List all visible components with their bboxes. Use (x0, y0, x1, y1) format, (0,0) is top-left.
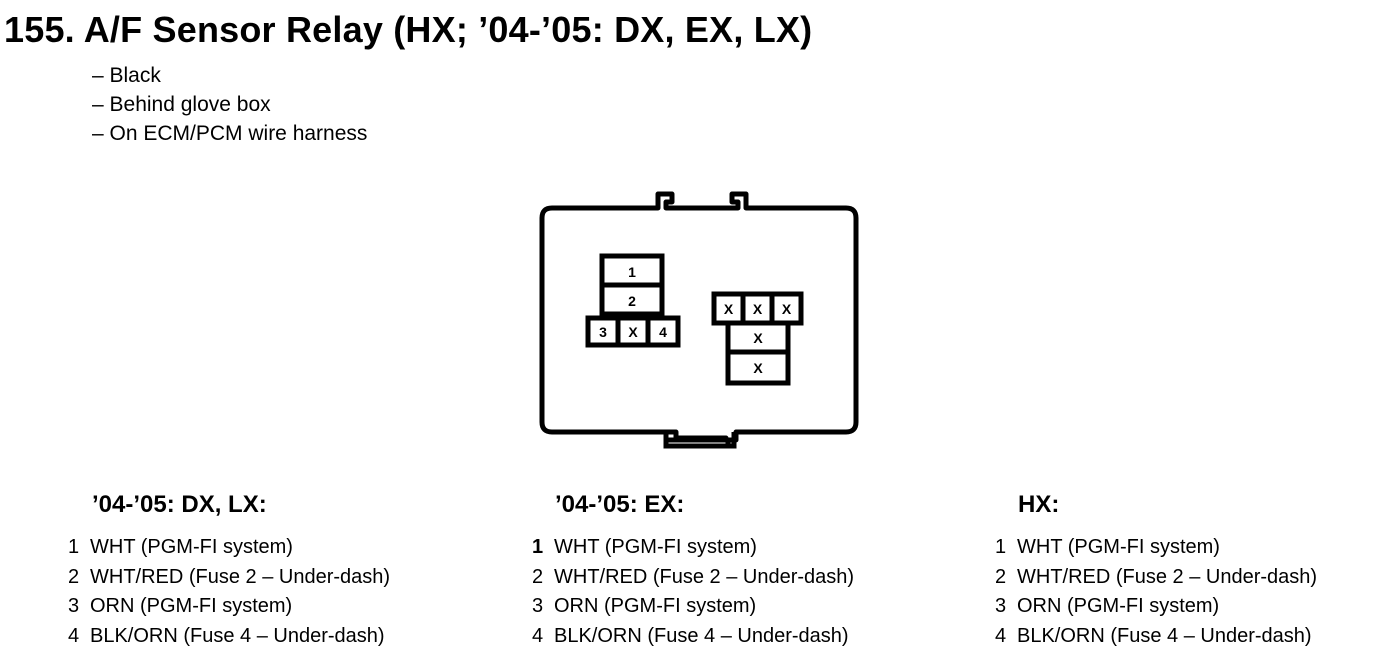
pin-row: 2 WHT/RED (Fuse 2 – Under-dash) (995, 563, 1317, 593)
terminal-x-bottom (725, 349, 791, 386)
terminal-3-label: 3 (599, 324, 607, 340)
terminal-x-empty (615, 315, 651, 348)
pin-row: 4 BLK/ORN (Fuse 4 – Under-dash) (68, 622, 390, 652)
terminal-x-label: X (628, 324, 638, 340)
pin-number: 2 (68, 565, 80, 588)
pin-description: WHT/RED (Fuse 2 – Under-dash) (90, 565, 391, 588)
pin-row: 4 BLK/ORN (Fuse 4 – Under-dash) (532, 622, 854, 652)
pin-description: WHT (PGM-FI system) (554, 536, 757, 558)
pin-number: 1 (68, 536, 80, 558)
pin-row: 3 ORN (PGM-FI system) (68, 592, 390, 622)
pin-description: ORN (PGM-FI system) (1017, 595, 1220, 618)
pin-description: WHT/RED (Fuse 2 – Under-dash) (554, 565, 855, 588)
location-notes: – Black – Behind glove box – On ECM/PCM … (92, 61, 367, 148)
pin-row: 3 ORN (PGM-FI system) (532, 592, 854, 622)
pin-number: 3 (532, 595, 544, 618)
terminal-x-top-right-label: X (782, 301, 792, 317)
terminal-x-top-left-label: X (724, 301, 734, 317)
terminal-2-label: 2 (628, 293, 636, 309)
pin-number: 2 (995, 565, 1007, 588)
connector-bottom-tab (663, 432, 737, 449)
terminal-x-top-mid-label: X (753, 301, 763, 317)
column-heading: HX: (1018, 491, 1060, 518)
terminal-x-bottom-label: X (753, 360, 763, 376)
pin-row: 2 WHT/RED (Fuse 2 – Under-dash) (68, 563, 390, 593)
pin-number: 4 (68, 625, 80, 648)
pin-list-hx: 1 WHT (PGM-FI system) 2 WHT/RED (Fuse 2 – … (995, 533, 1317, 652)
column-ex: ’04-’05: EX: (555, 491, 684, 527)
pin-number: 1 (995, 536, 1007, 558)
terminal-1-label: 1 (628, 264, 636, 280)
pin-description: WHT (PGM-FI system) (1017, 536, 1220, 558)
terminal-3 (585, 315, 621, 348)
pin-number: 1 (532, 536, 544, 558)
pin-number: 3 (68, 595, 80, 618)
terminal-4-label: 4 (659, 324, 667, 340)
column-hx: HX: (1018, 491, 1059, 527)
terminal-2 (599, 282, 665, 317)
pin-list-dx-lx: 1 WHT (PGM-FI system) 2 WHT/RED (Fuse 2 – … (68, 533, 390, 652)
page-title: 155. A/F Sensor Relay (HX; ’04-’05: DX, … (4, 9, 813, 50)
connector-housing (539, 191, 859, 449)
left-terminal-block: 1 2 3 X 4 (585, 253, 681, 348)
pin-row: 1 WHT (PGM-FI system) (995, 533, 1317, 563)
pin-description: BLK/ORN (Fuse 4 – Under-dash) (1017, 625, 1312, 648)
pin-row: 4 BLK/ORN (Fuse 4 – Under-dash) (995, 622, 1317, 652)
pin-row: 1 WHT (PGM-FI system) (532, 533, 854, 563)
column-heading: ’04-’05: EX: (555, 491, 685, 518)
note-color: – Black (92, 64, 161, 87)
pin-row: 1 WHT (PGM-FI system) (68, 533, 390, 563)
pin-number: 3 (995, 595, 1007, 618)
pin-row: 3 ORN (PGM-FI system) (995, 592, 1317, 622)
terminal-x-middle-label: X (753, 330, 763, 346)
column-heading: ’04-’05: DX, LX: (92, 491, 267, 518)
note-location: – Behind glove box (92, 93, 271, 116)
right-terminal-block: X X X X X (711, 291, 804, 386)
pin-number: 4 (532, 625, 544, 648)
connector-diagram: 1 2 3 X 4 X X X X X (539, 191, 859, 449)
pin-description: WHT/RED (Fuse 2 – Under-dash) (1017, 565, 1318, 588)
pin-description: BLK/ORN (Fuse 4 – Under-dash) (554, 625, 849, 648)
terminal-4 (645, 315, 681, 348)
pin-number: 4 (995, 625, 1007, 648)
pin-description: ORN (PGM-FI system) (554, 595, 757, 618)
note-harness: – On ECM/PCM wire harness (92, 122, 368, 145)
pin-row: 2 WHT/RED (Fuse 2 – Under-dash) (532, 563, 854, 593)
pin-list-ex: 1 WHT (PGM-FI system) 2 WHT/RED (Fuse 2 – … (532, 533, 854, 652)
column-dx-lx: ’04-’05: DX, LX: (92, 491, 267, 527)
pin-description: BLK/ORN (Fuse 4 – Under-dash) (90, 625, 385, 648)
pin-description: WHT (PGM-FI system) (90, 536, 293, 558)
pin-number: 2 (532, 565, 544, 588)
pin-description: ORN (PGM-FI system) (90, 595, 293, 618)
